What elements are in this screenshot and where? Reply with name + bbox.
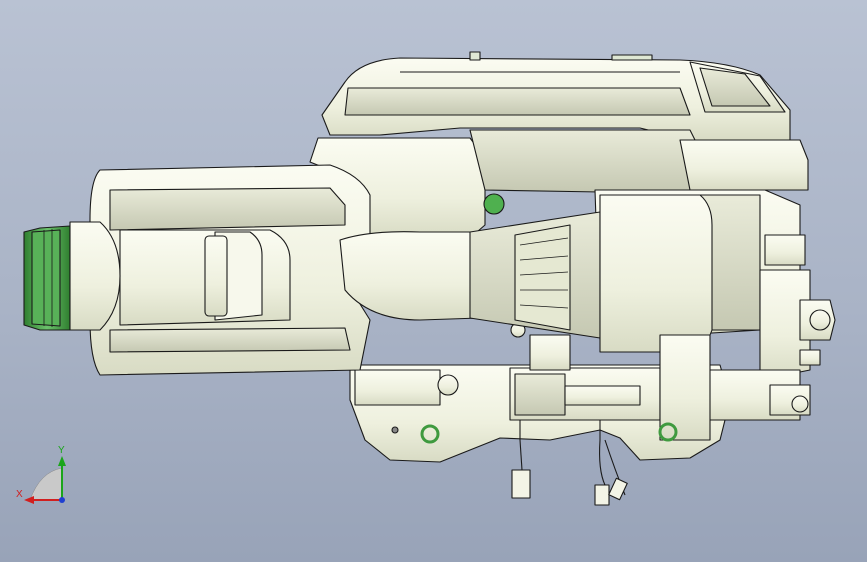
- tool-flange[interactable]: [23, 221, 121, 331]
- z-axis-marker: [59, 497, 65, 503]
- cable-connectors: [511, 439, 628, 506]
- elbow-joint[interactable]: [339, 194, 713, 441]
- motor-unit[interactable]: [509, 322, 661, 440]
- coordinate-triad: X Y: [16, 445, 66, 504]
- upper-arm-cover[interactable]: [321, 51, 791, 141]
- green-fittings: [420, 193, 678, 444]
- x-axis-label: X: [16, 489, 23, 500]
- y-axis-label: Y: [58, 445, 65, 456]
- forearm-link[interactable]: [89, 164, 371, 376]
